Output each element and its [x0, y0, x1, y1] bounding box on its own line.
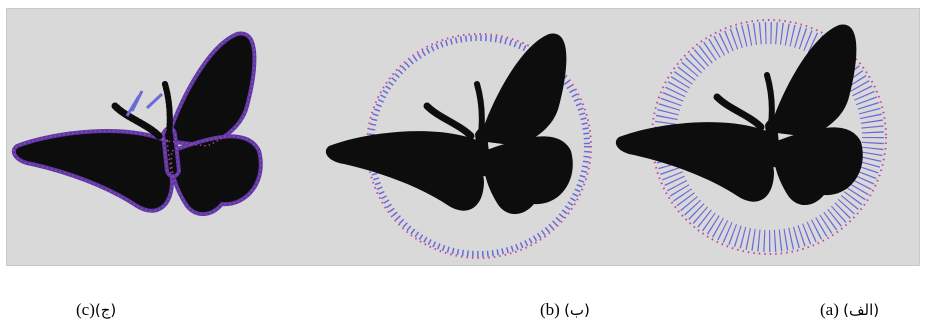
panel-c: [14, 33, 261, 214]
caption-a-arabic: (الف): [843, 301, 879, 319]
caption-b: (b) (ب): [540, 300, 590, 320]
caption-c-arabic: (ج): [95, 301, 116, 319]
vectors-c: [127, 91, 162, 116]
panel-a: [616, 20, 886, 254]
caption-a: (a) (الف): [820, 300, 879, 320]
caption-b-arabic: (ب): [564, 301, 590, 319]
caption-c-latin: (c): [76, 300, 95, 319]
figure-image: [6, 8, 920, 266]
butterfly-shape-a: [616, 24, 863, 205]
caption-c: (c)(ج): [76, 300, 116, 320]
caption-b-latin: (b): [540, 300, 560, 319]
butterfly-shape-b: [326, 33, 573, 214]
caption-a-latin: (a): [820, 300, 839, 319]
figure-svg: [7, 9, 921, 267]
panel-b: [326, 33, 591, 258]
